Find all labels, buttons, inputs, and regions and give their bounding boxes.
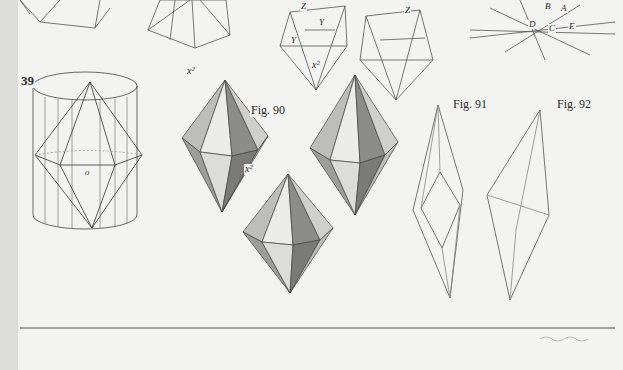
- axis-letter: A: [560, 4, 568, 13]
- fig-90-bipyramid: [182, 80, 268, 212]
- top-figures: [20, 0, 615, 100]
- figure-caption: Fig. 91: [452, 98, 488, 111]
- axis-letter: B: [544, 2, 552, 11]
- axis-letter: Z: [300, 2, 307, 11]
- fig-90-bipyramid: [243, 174, 333, 293]
- plate-border: [20, 328, 615, 329]
- figure-caption: Fig. 92: [556, 98, 592, 111]
- fig-91-rhombohedron: [413, 105, 463, 298]
- face-symbol: x²: [186, 66, 195, 77]
- figure-caption: Fig. 90: [250, 104, 286, 117]
- axis-letter: E: [568, 22, 576, 31]
- axis-letter: C: [548, 24, 556, 33]
- axis-letter: Y: [318, 18, 325, 27]
- face-symbol: x²: [244, 164, 253, 175]
- engraver-mark: [540, 337, 588, 341]
- axis-letter: D: [528, 20, 537, 29]
- figure-number: 39: [20, 74, 35, 88]
- fig-92-rhombohedron: [487, 110, 549, 300]
- fig-89-prism: [33, 72, 142, 229]
- fig-90-bipyramid: [310, 75, 398, 215]
- page-margin: [0, 0, 18, 370]
- face-symbol: x²: [311, 60, 320, 71]
- axis-letter: Y: [290, 36, 297, 45]
- point-letter: o: [84, 168, 91, 177]
- axis-letter: Z: [404, 6, 411, 15]
